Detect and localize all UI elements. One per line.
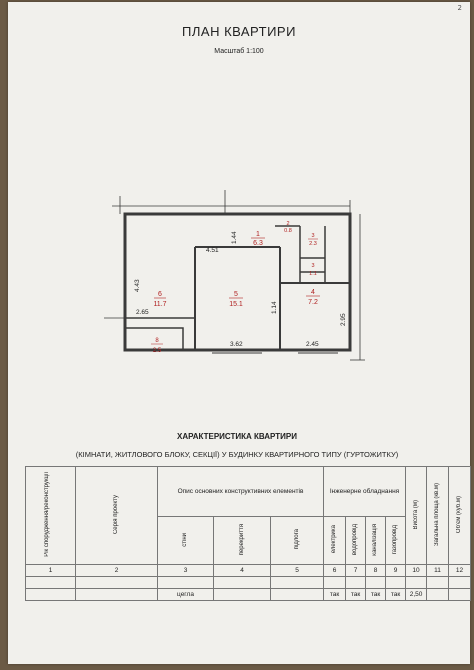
column-number: 6: [323, 564, 347, 577]
column-number: 8: [365, 564, 387, 577]
height-value: 2,50: [405, 588, 428, 601]
water-value: так: [345, 588, 367, 601]
table-cell: [426, 588, 450, 601]
header-height: Висота (м): [405, 466, 428, 565]
header-floors-ceiling: перекриття: [213, 516, 271, 565]
dimension-label: 1.14: [271, 301, 278, 314]
table-cell: [75, 588, 158, 601]
electricity-value: так: [323, 588, 347, 601]
room-area: 0.8: [284, 228, 292, 234]
table-cell: [365, 576, 387, 589]
column-number: 10: [405, 564, 428, 577]
room-area: 2.3: [309, 241, 317, 247]
room-number: 8: [155, 338, 159, 344]
dimension-label: 2.95: [340, 313, 347, 326]
room-area: 2.5: [153, 348, 162, 354]
room-area: 11.7: [153, 301, 166, 308]
table-cell: [269, 588, 325, 601]
table-cell: [345, 576, 367, 589]
column-number: 12: [448, 564, 472, 577]
balcony-outline: [124, 327, 184, 351]
table-cell: [426, 576, 450, 589]
column-number: 1: [25, 564, 76, 577]
dimension-label: 3.62: [230, 341, 243, 348]
characteristics-title: ХАРАКТЕРИСТИКА КВАРТИРИ: [176, 432, 297, 441]
table-header-row: Рік спорудження/реконструкції Серія прое…: [25, 466, 472, 565]
table-cell: [323, 576, 347, 589]
table-cell: [213, 588, 271, 601]
gas-value: так: [385, 588, 407, 601]
room-area: 7.2: [308, 299, 318, 306]
header-sewerage: каналізація: [365, 516, 387, 565]
column-number: 2: [75, 564, 158, 577]
table-cell: [75, 576, 158, 589]
table-cell: [25, 588, 76, 601]
page-corner-mark: 2: [457, 4, 462, 12]
dimension-label: 4.43: [134, 279, 141, 292]
table-cell: [405, 576, 428, 589]
table-cell: [269, 576, 325, 589]
walls-value: цегла: [157, 588, 214, 601]
header-volume: Об'єм (куб.м): [448, 466, 472, 565]
header-walls: стіни: [157, 516, 214, 565]
header-engineering-equipment: Інженерне обладнання: [323, 466, 407, 517]
header-year: Рік спорудження/реконструкції: [25, 466, 76, 565]
header-project-series: Серія проекту: [75, 466, 158, 565]
room-number: 4: [311, 289, 315, 296]
column-number-row: 1 2 3 4 5 6 7 8 9 10 11 12: [25, 564, 472, 577]
room-area: 6.3: [253, 240, 263, 247]
room-number: 5: [234, 291, 238, 298]
header-floors: підлога: [269, 516, 325, 565]
column-number: 11: [426, 564, 450, 577]
table-cell: [213, 576, 271, 589]
column-number: 5: [269, 564, 325, 577]
table-cell: [448, 588, 472, 601]
header-electricity: електрика: [323, 516, 347, 565]
column-number: 3: [157, 564, 214, 577]
table-cell: [385, 576, 407, 589]
table-cell: [448, 576, 472, 589]
dimension-label: 2.65: [136, 309, 149, 316]
column-number: 9: [385, 564, 407, 577]
dimension-label: 4.51: [206, 247, 219, 254]
table-cell: [25, 576, 76, 589]
column-number: 4: [213, 564, 271, 577]
room-number: 6: [158, 291, 162, 298]
page-title: ПЛАН КВАРТИРИ: [182, 24, 296, 39]
dimension-label: 2.45: [306, 341, 319, 348]
header-water: водопровід: [345, 516, 367, 565]
header-gas: газопровід: [385, 516, 407, 565]
scale-label: Масштаб 1:100: [214, 48, 264, 55]
header-construction-elements: Опис основних конструктивних елементів: [156, 466, 325, 517]
room-number: 1: [256, 231, 260, 238]
floor-plan: 6 11.7 5 15.1 4 7.2 1 6.3 2 0.8 3 2.3 3 …: [104, 190, 365, 361]
room-area: 15.1: [229, 301, 243, 308]
room-number: 3: [311, 263, 314, 269]
dimension-label: 1.44: [231, 231, 238, 244]
sewerage-value: так: [365, 588, 387, 601]
table-cell: [157, 576, 214, 589]
characteristics-subtitle: (КІМНАТИ, ЖИТЛОВОГО БЛОКУ, СЕКЦІЇ) У БУД…: [75, 450, 399, 459]
column-number: 7: [345, 564, 367, 577]
room-number: 2: [286, 221, 289, 227]
table-row: цегла так так так так 2,50: [25, 588, 472, 601]
table-row: [25, 576, 472, 589]
characteristics-table: Рік спорудження/реконструкції Серія прое…: [25, 466, 472, 601]
room-number: 3: [311, 233, 314, 239]
room-area: 1.1: [309, 271, 317, 277]
header-total-area: Загальна площа (кв.м): [426, 466, 450, 565]
